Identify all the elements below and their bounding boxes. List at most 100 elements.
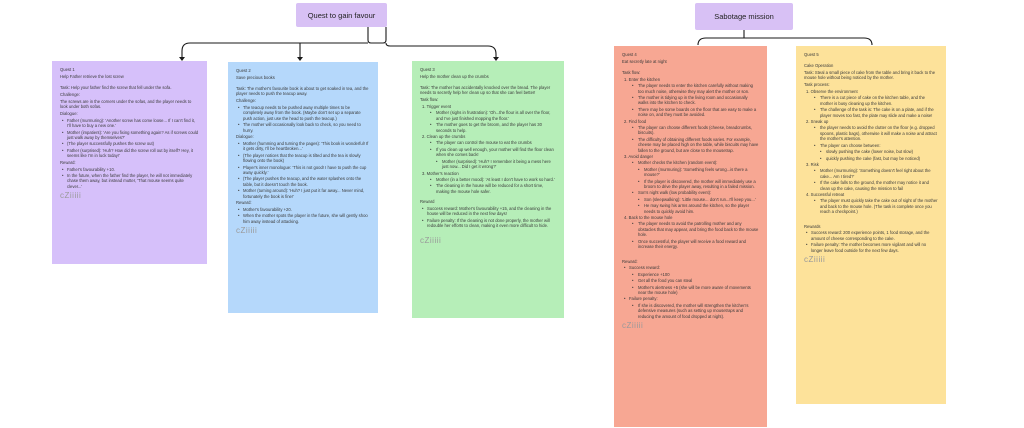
numbered-step: 1. Enter the kitchen bbox=[624, 76, 661, 82]
sub-bullet-item: Mother (murmuring): 'Something doesn't f… bbox=[804, 168, 938, 179]
sub-bullet-item: The player needs to enter the kitchen ca… bbox=[622, 83, 759, 94]
sub-bullet-item: The challenge of the task is: The cake i… bbox=[804, 107, 938, 118]
sub-bullet-item: Mother (in a better mood): 'At least I d… bbox=[420, 177, 556, 183]
sub-bullet-item: There may be some boards on the floor th… bbox=[622, 107, 759, 118]
card-text: Task: The mother's favourite book is abo… bbox=[236, 85, 370, 97]
card-text: The screws are in the corners under the … bbox=[60, 98, 193, 110]
bullet-item: Mother (humming and turning the pages): … bbox=[236, 141, 370, 152]
bullet-item: Failure penalty: bbox=[622, 296, 759, 302]
sub-bullet-item: There is a cut piece of cake on the kitc… bbox=[804, 95, 938, 106]
card-text: Reward: bbox=[236, 200, 252, 206]
spacer bbox=[420, 230, 556, 234]
card-list: 1. Trigger eventMother (sighs in frustra… bbox=[420, 104, 556, 194]
bullet-item: Success reward: bbox=[622, 265, 759, 271]
sub-bullet-item: The difficulty of obtaining different fo… bbox=[622, 137, 759, 153]
bullet-item: Father (murmuring): 'Another screw has c… bbox=[60, 118, 199, 129]
bullet-item: (The player successfully pushes the scre… bbox=[60, 141, 199, 147]
card-list: Success reward:Experience +100Get all th… bbox=[622, 265, 759, 319]
signature-text: cZiiiii bbox=[420, 235, 442, 245]
card-text: Task flow: bbox=[622, 69, 641, 75]
bullet-item: Father's favourability +10. bbox=[60, 167, 199, 173]
card-text: Task process: bbox=[804, 82, 830, 88]
card-text: Quest 3 bbox=[420, 67, 435, 72]
card-text: Save precious books bbox=[236, 74, 275, 80]
sub-bullet-item: If the cake falls to the ground, the mot… bbox=[804, 180, 938, 191]
sub-bullet-item: Mother checks the kitchen (random event)… bbox=[622, 160, 759, 166]
sub-bullet-item: the player needs to avoid the clutter on… bbox=[804, 125, 938, 141]
connector-card4 bbox=[697, 37, 707, 46]
card-text: Task: Help your father find the screw th… bbox=[60, 84, 172, 90]
numbered-step: 1. Trigger event bbox=[422, 104, 452, 110]
card-text: Task: The mother has accidentally knocke… bbox=[420, 84, 552, 96]
sub-bullet-item: The cleaning in the house will be reduce… bbox=[420, 183, 556, 194]
card-list: Success reward: 200 experience points, 1… bbox=[804, 230, 938, 253]
card-list: Father (murmuring): 'Another screw has c… bbox=[60, 118, 199, 159]
sub-bullet-item: The player must quickly take the cake ou… bbox=[804, 198, 938, 214]
card-text: Quest 4 bbox=[622, 52, 637, 57]
bullet-item: Father (surprised): 'Huh? How did the sc… bbox=[60, 148, 199, 159]
bullet-item: Success reward: Mother's favourability +… bbox=[420, 206, 556, 217]
card-list: The teacup needs to be pushed away multi… bbox=[236, 105, 370, 133]
bullet-item: (The player pushes the teacup, and the w… bbox=[236, 176, 370, 187]
nested-bullet-item: Son (sleepwalking): 'Little mouse... don… bbox=[622, 197, 759, 203]
card-text: Quest 2 bbox=[236, 68, 251, 73]
bullet-item: Success reward: 200 experience points, 1… bbox=[804, 230, 938, 241]
sub-bullet-item: The player can choose between: bbox=[804, 143, 938, 149]
bullet-item: Failure penalty: If the cleaning is not … bbox=[420, 218, 556, 229]
card-list: Mother's favourability +20.When the moth… bbox=[236, 207, 370, 224]
bullet-item: The mother will occasionally look back t… bbox=[236, 122, 370, 133]
sub-bullet-item: The mother is tidying up in the living r… bbox=[622, 95, 759, 106]
numbered-step: 2. Sneak up bbox=[806, 119, 829, 125]
card-text: Dialogue: bbox=[236, 134, 254, 140]
sub-bullet-item: Experience +100 bbox=[622, 272, 759, 278]
card-text: Challenge: bbox=[60, 91, 81, 97]
signature-text: cZiiiii bbox=[236, 226, 258, 236]
bullet-item: Mother (impatient): 'Are you fixing some… bbox=[60, 130, 199, 141]
connector-card3 bbox=[385, 42, 497, 58]
connector-hdr1-stem bbox=[367, 27, 387, 44]
signature-text: cZiiiii bbox=[60, 191, 82, 201]
card-text: Reward bbox=[420, 199, 435, 205]
nested-bullet-item: He may swing his arms around the kitchen… bbox=[622, 203, 759, 214]
sub-bullet-item: Mother's alertness +5 (she will be more … bbox=[622, 285, 759, 296]
numbered-step: 3. Risk bbox=[806, 161, 819, 167]
card-list: 1. Enter the kitchenThe player needs to … bbox=[622, 77, 759, 250]
card-text: Cake Operation bbox=[804, 62, 834, 68]
sub-bullet-item: The player needs to avoid the patrolling… bbox=[622, 221, 759, 237]
card-list: Mother (humming and turning the pages): … bbox=[236, 141, 370, 199]
bullet-item: When the mother spots the player in the … bbox=[236, 213, 370, 224]
nested-bullet-item: If the player is discovered, the mother … bbox=[622, 179, 759, 190]
bullet-item: Failure penalty: The mother becomes more… bbox=[804, 242, 938, 253]
sub-bullet-item: If you clean up well enough, your mother… bbox=[420, 147, 556, 158]
bullet-item: Player's inner monologue: 'This is not g… bbox=[236, 165, 370, 176]
sub-bullet-item: Son's night walk (low probability event)… bbox=[622, 190, 759, 196]
bullet-item: Mother (turning around): 'Huh? I just pu… bbox=[236, 188, 370, 199]
card-text: Help Father retrieve the lost screw bbox=[60, 73, 124, 79]
card-text: Reward: bbox=[622, 258, 638, 264]
numbered-step: 2. Find food bbox=[624, 118, 647, 124]
sub-bullet-item: If she is discovered, the mother will st… bbox=[622, 303, 759, 319]
card-text: Reward: bbox=[60, 159, 76, 165]
card-text: Eat secretly late at night bbox=[622, 58, 667, 64]
quest-to-gain-favour-header[interactable]: Quest to gain favour bbox=[296, 3, 387, 27]
nested-bullet-item: Mother (surprised): 'Huh? I remember it … bbox=[420, 159, 556, 170]
numbered-step: 2. Clean up the crumbs bbox=[422, 134, 466, 140]
sabotage-mission-header[interactable]: Sabotage mission bbox=[695, 3, 793, 30]
card-list: Success reward: Mother's favourability +… bbox=[420, 206, 556, 229]
bullet-item: The teacup needs to be pushed away multi… bbox=[236, 105, 370, 121]
numbered-step: 3. Avoid danger bbox=[624, 154, 654, 159]
card-text: Quest 1 bbox=[60, 67, 75, 72]
sub-bullet-item: The mother goes to get the broom, and th… bbox=[420, 122, 556, 133]
sub-bullet-item: Get all the food you can steal bbox=[622, 278, 759, 284]
sub-bullet-item: Once successful, the player will receive… bbox=[622, 239, 759, 250]
card-text: Help the mother clean up the crumbs bbox=[420, 73, 489, 79]
card-list: 1. Observe the environmentThere is a cut… bbox=[804, 89, 938, 215]
card-list: Father's favourability +10.In the future… bbox=[60, 167, 199, 190]
bullet-item: Mother's favourability +20. bbox=[236, 207, 370, 213]
bullet-item: In the future, when the father find the … bbox=[60, 173, 199, 189]
